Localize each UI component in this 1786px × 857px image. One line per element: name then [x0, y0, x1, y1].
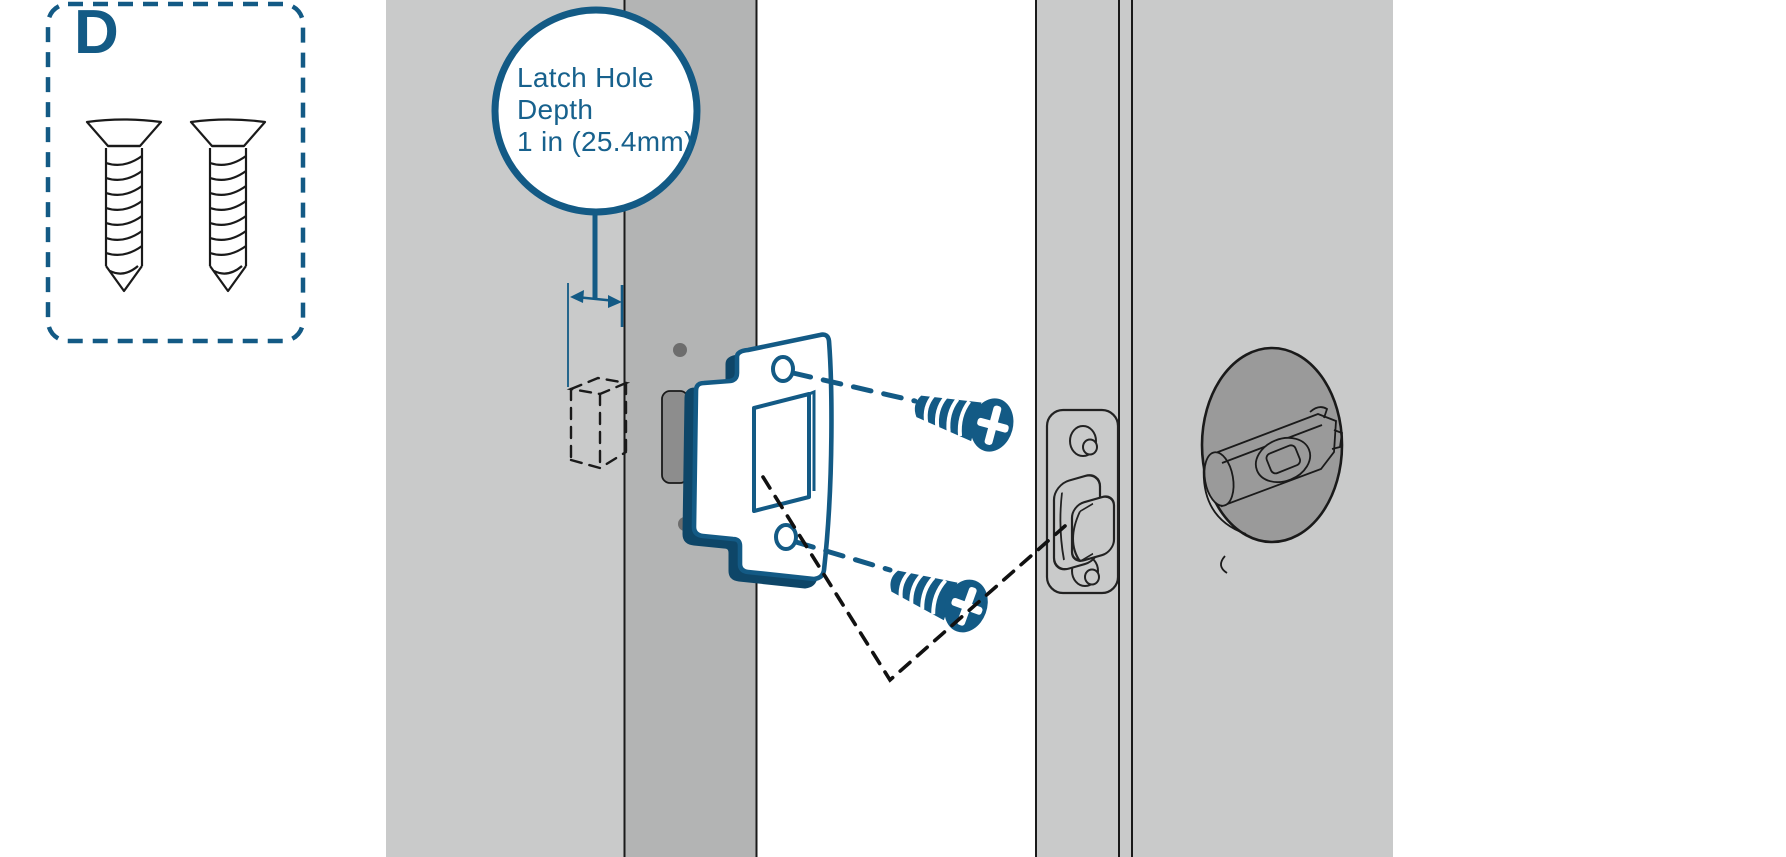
- screw-thread-body: [914, 395, 982, 442]
- strike-screw-hole-top: [771, 355, 795, 383]
- mounting-screw-bottom: [890, 569, 988, 633]
- latch-alignment-dashed-line: [761, 475, 1067, 683]
- latch-tube-notch: [1220, 555, 1228, 574]
- screw-leader-top: [790, 370, 918, 404]
- kit-screw-left: [85, 118, 163, 293]
- latch-case-notch: [1331, 429, 1343, 450]
- hole-bottom-edges: [569, 450, 628, 470]
- strike-screw-hole-bottom: [774, 523, 798, 551]
- latch-bolt: [1052, 474, 1116, 571]
- latch-bolt-bevel-lines: [1079, 502, 1094, 563]
- latch-faceplate: [1045, 408, 1120, 595]
- phillips-slot-v: [984, 405, 1002, 445]
- kit-box-label: D: [74, 0, 120, 67]
- kit-box: [45, 1, 306, 344]
- latch-hole-depth-callout: Latch Hole Depth 1 in (25.4mm): [517, 62, 694, 158]
- kit-box-border: [45, 1, 306, 344]
- faceplate-countersink-top: [1082, 438, 1098, 456]
- faceplate-countersink-bottom: [1084, 568, 1100, 586]
- screw-leader-bottom: [793, 539, 893, 573]
- latch-tube-end: [1203, 451, 1235, 507]
- screw-thread-gaps: [923, 393, 971, 437]
- depth-measurement: [567, 211, 624, 387]
- strike-plate-opening: [752, 392, 811, 513]
- cross-bore-hole: [1200, 346, 1344, 574]
- latch-case-tab: [1309, 406, 1329, 419]
- mounting-screw-top: [914, 393, 1014, 452]
- kit-screw-right: [189, 118, 267, 293]
- callout-circle: [491, 6, 701, 216]
- latch-bolt-collar-inner: [1059, 492, 1065, 561]
- depth-arrowhead-right: [608, 295, 622, 308]
- screw-alignment-leaders: [790, 370, 918, 573]
- latch-bolt-face: [1070, 495, 1116, 562]
- drilled-hole-dashed-outline: [566, 376, 631, 470]
- latch-bolt-bevel-arc: [1072, 511, 1081, 563]
- latch-mechanism-drawing: [1202, 406, 1343, 574]
- callout-line-3: 1 in (25.4mm): [517, 126, 694, 157]
- strike-plate-opening-depth-line: [808, 389, 816, 491]
- screw-thread-gaps: [898, 569, 948, 615]
- callout-line-2: Depth: [517, 94, 594, 125]
- depth-arrowhead-left: [570, 290, 584, 303]
- pilot-hole-top: [673, 343, 687, 357]
- callout-line-1: Latch Hole: [517, 62, 654, 93]
- spindle-cam: [1265, 444, 1301, 475]
